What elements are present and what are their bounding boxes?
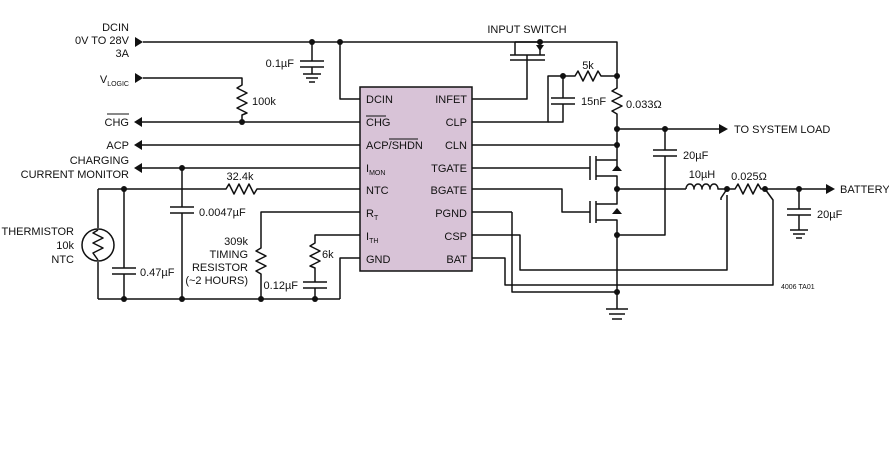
thermistor-label-3: NTC xyxy=(51,254,74,266)
dcin-wire xyxy=(143,41,618,76)
pin-cln: CLN xyxy=(445,140,467,152)
csp-tap xyxy=(720,188,728,200)
pin-ntc: NTC xyxy=(366,185,389,197)
dcin-label-3: 3A xyxy=(116,48,130,60)
csp-sense-wire xyxy=(472,195,728,271)
junction xyxy=(258,296,264,302)
pin-dcin: DCIN xyxy=(366,94,393,106)
r-clp-label: 5k xyxy=(582,60,594,72)
c-bat-label: 20µF xyxy=(817,209,843,221)
dcin-pin-wire xyxy=(339,42,360,100)
pin-imon: IMON xyxy=(366,163,385,177)
sense-resistor-input xyxy=(611,76,623,168)
battery-arrow xyxy=(826,184,835,194)
imon-arrow xyxy=(134,163,142,173)
r-sense-bat-label: 0.025Ω xyxy=(731,171,767,183)
charger-ic xyxy=(359,86,473,272)
r-ith-label: 6k xyxy=(322,249,334,261)
pin-bgate: BGATE xyxy=(431,185,467,197)
junction xyxy=(121,296,127,302)
system-load-label: TO SYSTEM LOAD xyxy=(734,124,830,136)
bgate-wire xyxy=(472,188,590,213)
top-fet-diode xyxy=(612,165,622,171)
top-mosfet xyxy=(472,156,618,189)
bottom-fet-diode xyxy=(612,208,622,214)
input-switch-label: INPUT SWITCH xyxy=(487,24,566,36)
thermistor-label-1: THERMISTOR xyxy=(1,226,74,238)
imon-label-2: CURRENT MONITOR xyxy=(21,169,129,181)
pin-csp: CSP xyxy=(444,231,467,243)
input-switch-fet xyxy=(472,41,545,100)
pin-tgate: TGATE xyxy=(431,163,467,175)
pullup-resistor xyxy=(143,77,248,122)
imon-filter-capacitor xyxy=(112,189,136,299)
timing-label-1: TIMING xyxy=(210,249,249,261)
pin-acp: ACP/SHDN xyxy=(366,140,423,152)
system-load-arrow xyxy=(719,124,728,134)
input-capacitor xyxy=(300,42,324,83)
junction xyxy=(614,142,620,148)
bottom-mosfet xyxy=(589,189,618,292)
junction xyxy=(312,296,318,302)
pin-rt: RT xyxy=(366,208,379,222)
vlogic-arrow xyxy=(135,73,143,83)
ground-symbol xyxy=(606,292,628,320)
dcin-label-1: DCIN xyxy=(102,22,129,34)
timing-resistor xyxy=(255,211,360,299)
r-ntc-label: 32.4k xyxy=(227,171,254,183)
c-imon-label: 0.47µF xyxy=(140,267,175,279)
pin-clp: CLP xyxy=(446,117,467,129)
c-load-label: 20µF xyxy=(683,150,709,162)
battery-capacitor xyxy=(787,189,811,239)
c-ntc-label: 0.0047µF xyxy=(199,207,246,219)
ntc-resistor xyxy=(98,183,360,195)
inductor xyxy=(685,183,727,190)
dcin-label-2: 0V TO 28V xyxy=(75,35,130,47)
junction xyxy=(614,232,620,238)
figure-code: 4006 TA01 xyxy=(781,284,815,291)
imon-capacitor xyxy=(170,168,194,299)
timing-label-3: (~2 HOURS) xyxy=(185,275,248,287)
chg-arrow xyxy=(134,117,142,127)
r-logic-label: 100k xyxy=(252,96,276,108)
r-timing-label: 309k xyxy=(224,236,248,248)
inductor-label: 10µH xyxy=(689,169,716,181)
pgnd-return xyxy=(511,212,617,293)
c-clp-label: 15nF xyxy=(581,96,606,108)
gnd-wire xyxy=(339,257,360,299)
c-in-label: 0.1µF xyxy=(266,58,295,70)
pin-pgnd: PGND xyxy=(435,208,467,220)
thermistor-zigzag xyxy=(92,229,104,261)
vlogic-label: VLOGIC xyxy=(100,74,129,88)
pin-chg: CHG xyxy=(366,117,390,129)
load-capacitor xyxy=(617,129,677,236)
junction xyxy=(179,296,185,302)
bat-sense-wire xyxy=(472,188,774,286)
timing-label-2: RESISTOR xyxy=(192,262,248,274)
fet-diode xyxy=(536,45,544,51)
r-sense-in-label: 0.033Ω xyxy=(626,99,662,111)
junction xyxy=(614,126,620,132)
dcin-arrow xyxy=(135,37,143,47)
clp-resistor xyxy=(472,70,617,123)
imon-label-1: CHARGING xyxy=(70,155,129,167)
clp-capacitor xyxy=(548,76,575,123)
pin-bat: BAT xyxy=(446,254,467,266)
thermistor-label-2: 10k xyxy=(56,240,74,252)
thermistor-body xyxy=(81,228,115,262)
acp-label: ACP xyxy=(106,140,129,152)
sense-resistor-battery xyxy=(727,183,799,195)
battery-label: BATTERY xyxy=(840,184,889,196)
c-ith-label: 0.12µF xyxy=(264,280,299,292)
chg-label: CHG xyxy=(105,117,129,129)
pin-gnd: GND xyxy=(366,254,391,266)
compensation-network xyxy=(303,234,360,299)
pin-infet: INFET xyxy=(435,94,467,106)
pin-ith: ITH xyxy=(366,231,378,245)
pin-shdn: SHDN xyxy=(392,140,423,152)
acp-arrow xyxy=(134,140,142,150)
